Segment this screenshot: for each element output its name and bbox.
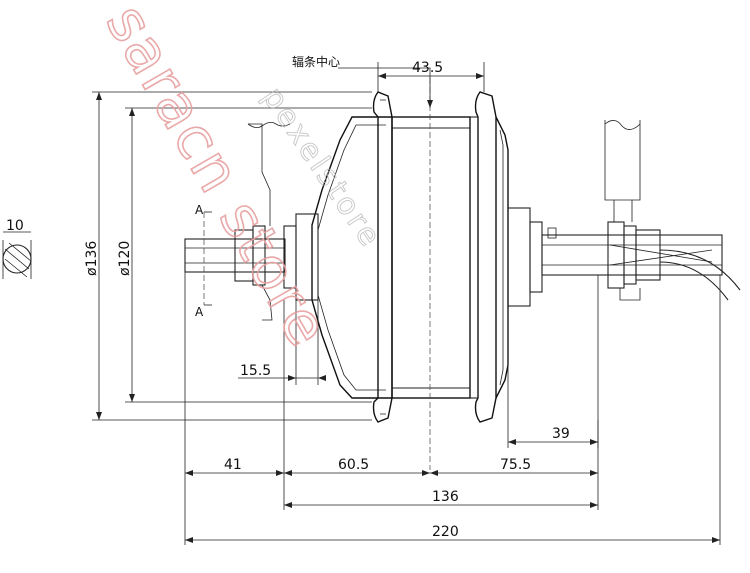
dim-offset-39: 39 [552,426,570,442]
spoke-center-note: 辐条中心 [292,54,340,69]
section-label-top: A [195,203,204,217]
dim-width-136: 136 [432,489,459,505]
dim-overall-220: 220 [432,524,459,540]
extension-lines [92,62,721,545]
dimension-labels: 辐条中心 43.5 ø136 ø120 10 A A 15.5 39 41 60… [6,54,570,540]
dim-seg-60-5: 60.5 [338,457,369,473]
dim-diameter-120: ø120 [117,241,133,276]
section-label-bottom: A [195,305,204,319]
dimension-lines [96,67,720,543]
dim-flange-spacing: 43.5 [412,60,443,76]
motor-body [283,91,543,423]
watermark-primary: saracn store [93,0,343,359]
dim-seg-75-5: 75.5 [500,457,531,473]
dim-seg-41: 41 [224,457,242,473]
watermark: saracn store pexelstore [92,0,389,359]
dim-diameter-136: ø136 [84,241,100,276]
axle-section-detail [2,231,32,279]
dim-axle-flat: 10 [6,218,24,234]
axle [184,120,741,321]
dim-offset-15-5: 15.5 [240,363,271,379]
